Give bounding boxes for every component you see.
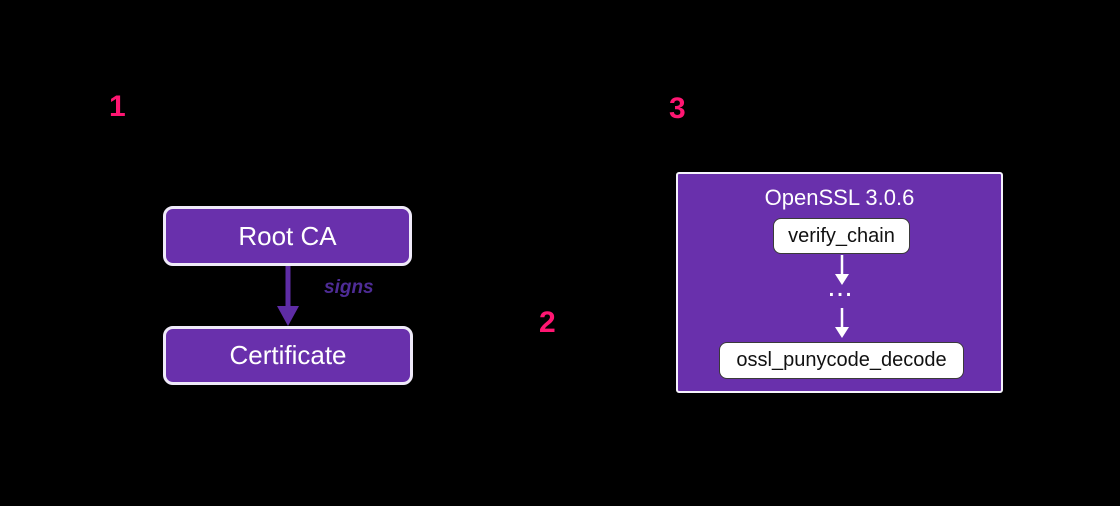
step-number-1: 1 [109, 90, 126, 123]
step-number-2: 2 [539, 306, 556, 339]
root-ca-label: Root CA [238, 220, 337, 251]
verify-chain-label: verify_chain [788, 224, 895, 247]
call-chain-ellipsis: ... [828, 279, 855, 301]
step-number-3: 3 [669, 92, 686, 125]
certificate-box: Certificate [163, 326, 413, 385]
arrow-down-icon [835, 308, 849, 338]
signs-arrow-label: signs [324, 277, 374, 298]
arrow-down-icon [277, 266, 299, 326]
ossl-punycode-decode-label: ossl_punycode_decode [736, 349, 947, 371]
verify-chain-node: verify_chain [773, 218, 910, 254]
ossl-punycode-decode-node: ossl_punycode_decode [719, 342, 964, 379]
openssl-panel-title: OpenSSL 3.0.6 [764, 185, 915, 210]
certificate-label: Certificate [229, 340, 347, 370]
openssl-panel: OpenSSL 3.0.6 verify_chain ... ossl_puny… [676, 172, 1003, 393]
arrow-down-icon [835, 255, 849, 285]
root-ca-box: Root CA [163, 206, 412, 266]
